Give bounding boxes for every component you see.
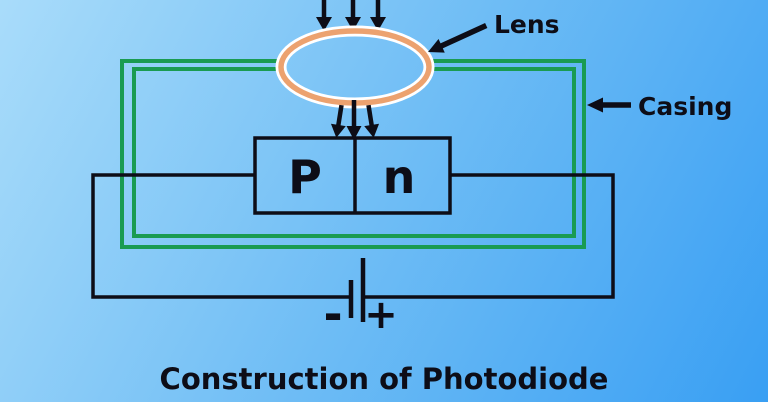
lens-pointer-arrow bbox=[428, 22, 488, 53]
incident-light-arrow bbox=[345, 0, 361, 31]
diagram-title: Construction of Photodiode bbox=[160, 362, 609, 396]
incident-light-arrow bbox=[370, 0, 386, 31]
incident-light-arrow bbox=[316, 0, 332, 31]
focused-light-arrow bbox=[346, 100, 362, 140]
battery-minus-label: - bbox=[323, 287, 342, 341]
lens-label: Lens bbox=[494, 10, 560, 39]
battery-plus-label: + bbox=[364, 292, 398, 338]
focused-light-arrow bbox=[330, 104, 346, 138]
focused-light-arrow bbox=[364, 104, 380, 138]
casing-pointer-arrow bbox=[587, 97, 631, 113]
casing-label: Casing bbox=[638, 92, 732, 121]
n-region-label: n bbox=[383, 150, 416, 204]
p-region-label: P bbox=[288, 150, 322, 204]
pn-junction-box bbox=[253, 136, 452, 215]
right-wire bbox=[365, 173, 615, 299]
left-wire bbox=[91, 173, 349, 299]
